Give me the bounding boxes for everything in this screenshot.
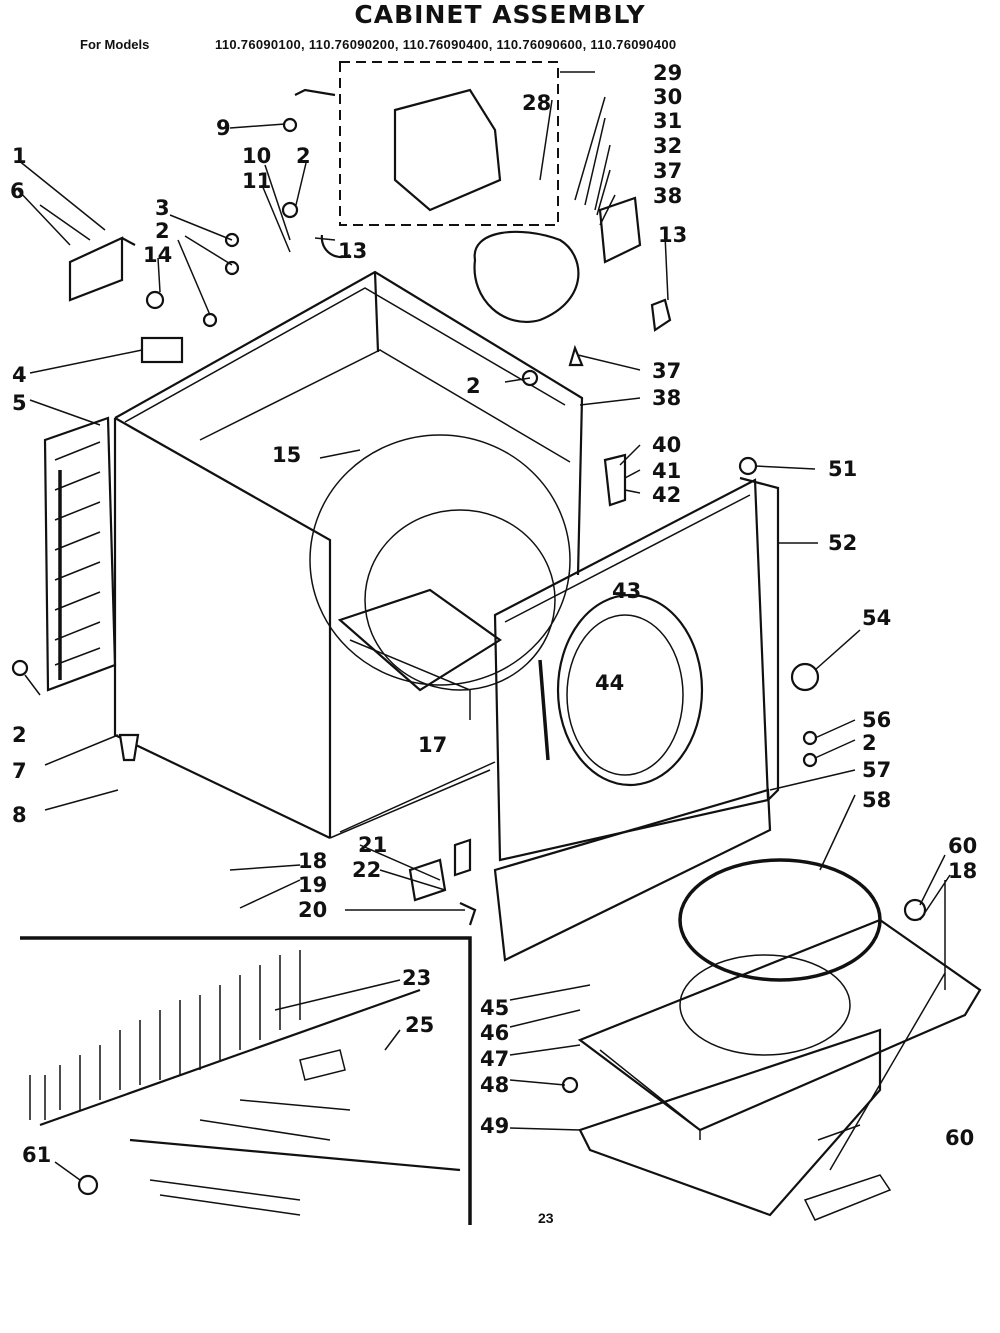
callout-51: 52: [828, 531, 857, 555]
callout-38: 38: [652, 386, 681, 410]
callout-11: 11: [242, 169, 271, 193]
callout-2c: 2: [466, 374, 481, 398]
callout-48: 48: [480, 1073, 509, 1097]
leader-lines: [17, 71, 951, 1181]
callout-15: 15: [272, 443, 301, 467]
callout-42: 42: [652, 483, 681, 507]
wiring-inset: [20, 936, 472, 1225]
callout-52: 54: [862, 606, 891, 630]
callout-23: 23: [402, 966, 431, 990]
callout-60: 60: [945, 1126, 974, 1150]
callout-50: 51: [828, 457, 857, 481]
callout-25: 25: [405, 1013, 434, 1037]
callout-28: 30: [653, 85, 682, 109]
callout-4: 4: [12, 363, 27, 387]
callout-3: 3: [155, 196, 170, 220]
callout-20: 20: [298, 898, 327, 922]
callout-54: 56: [862, 708, 891, 732]
inset-dashed-box: [339, 61, 559, 226]
toe-panel: [493, 788, 772, 962]
callout-6: 6: [10, 179, 25, 203]
callout-58: 60: [948, 834, 977, 858]
callout-21: 21: [358, 833, 387, 857]
callout-7: 7: [12, 759, 27, 783]
callout-40: 40: [652, 433, 681, 457]
callout-27: 29: [653, 61, 682, 85]
callout-9: 9: [216, 116, 231, 140]
callout-46: 46: [480, 1021, 509, 1045]
models-label: For Models: [80, 37, 150, 52]
callout-14: 14: [143, 243, 172, 267]
callout-18b: 18: [948, 859, 977, 883]
callout-29: 31: [653, 109, 682, 133]
callout-2e: 2: [12, 723, 27, 747]
callout-10: 10: [242, 144, 271, 168]
callout-19: 19: [298, 873, 327, 897]
front-panel: [493, 476, 780, 862]
callout-57: 58: [862, 788, 891, 812]
callout-26: 28: [522, 91, 551, 115]
top-bracket: [68, 236, 136, 302]
callout-17: 17: [418, 733, 447, 757]
callout-47: 47: [480, 1047, 509, 1071]
cabinet-body: [113, 270, 584, 839]
side-panel: [43, 416, 117, 692]
callout-18a: 18: [298, 849, 327, 873]
callout-12: 13: [338, 239, 367, 263]
callout-8: 8: [12, 803, 27, 827]
callout-49: 49: [480, 1114, 509, 1138]
base-assembly: [577, 858, 982, 1221]
callout-5: 5: [12, 391, 27, 415]
callout-61: 61: [22, 1143, 51, 1167]
callout-31: 37: [653, 159, 682, 183]
callout-2d: 2: [862, 731, 877, 755]
diagram-title: CABINET ASSEMBLY: [354, 0, 646, 29]
callout-43: 43: [612, 579, 641, 603]
page-number: 23: [538, 1210, 554, 1226]
callout-2b: 2: [155, 219, 170, 243]
callout-1: 1: [12, 144, 27, 168]
callout-2a: 2: [296, 144, 311, 168]
model-numbers: 110.76090100, 110.76090200, 110.76090400…: [215, 37, 677, 52]
callout-45: 45: [480, 996, 509, 1020]
callout-labels: 1 6 9 10 11 2 3 2 13 14 4 5 15 28 29 30 …: [10, 61, 977, 1167]
callout-37: 37: [652, 359, 681, 383]
callout-32: 38: [653, 184, 682, 208]
callout-44: 44: [595, 671, 624, 695]
callout-56: 57: [862, 758, 891, 782]
callout-41: 41: [652, 459, 681, 483]
callout-13: 13: [658, 223, 687, 247]
callout-22: 22: [352, 858, 381, 882]
callout-30: 32: [653, 134, 682, 158]
